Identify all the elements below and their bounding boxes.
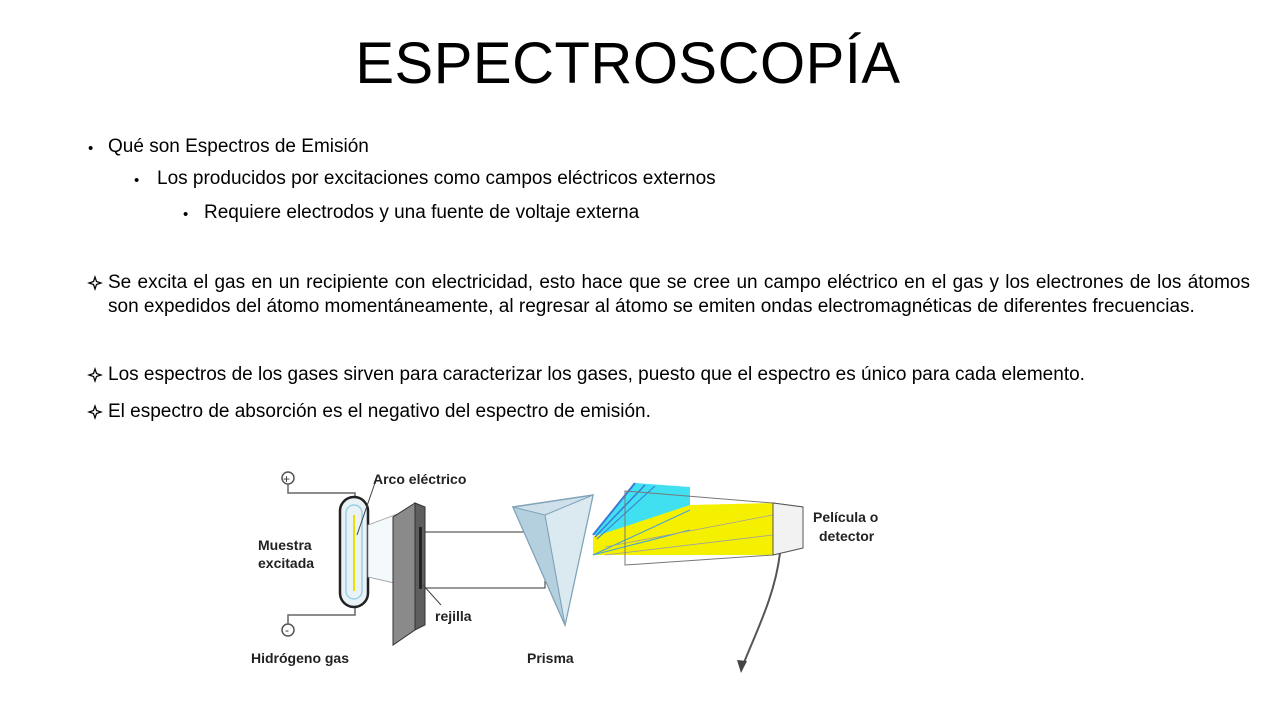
yellow-beam xyxy=(593,503,773,555)
slide-title: ESPECTROSCOPÍA xyxy=(355,31,901,96)
label-excitada: excitada xyxy=(258,555,314,571)
negative-sign: - xyxy=(285,623,289,637)
label-hidrogeno-gas: Hidrógeno gas xyxy=(251,650,349,666)
detector-cable xyxy=(742,552,781,666)
label-prisma: Prisma xyxy=(527,650,574,666)
bullet-level-1: Qué son Espectros de Emisión xyxy=(108,136,369,157)
spectroscope-diagram: + - Arco eléctrico Muestra excitada reji… xyxy=(251,471,878,673)
diamond-bullet-icon xyxy=(87,404,103,420)
diamond-bullet-icon xyxy=(87,275,103,291)
label-muestra: Muestra xyxy=(258,537,312,553)
bullet-dot: • xyxy=(183,206,189,223)
label-detector: detector xyxy=(819,528,875,544)
bullet-dot: • xyxy=(88,140,94,157)
bullet-level-2: Los producidos por excitaciones como cam… xyxy=(157,168,716,189)
bullet-level-3: Requiere electrodos y una fuente de volt… xyxy=(204,202,640,223)
slit-plate xyxy=(392,502,416,646)
wire-bottom xyxy=(287,605,356,624)
positive-sign: + xyxy=(283,472,290,486)
bullet-dot: • xyxy=(134,172,140,189)
label-rejilla: rejilla xyxy=(435,608,472,624)
detector-film xyxy=(772,502,804,556)
diamond-bullet-icon xyxy=(87,367,103,383)
wire-top xyxy=(287,484,356,500)
label-arco-electrico: Arco eléctrico xyxy=(373,471,466,487)
label-pelicula: Película o xyxy=(813,509,878,525)
paragraph-excitacion: Se excita el gas en un recipiente con el… xyxy=(108,272,1250,317)
paragraph-absorcion: El espectro de absorción es el negativo … xyxy=(108,401,651,422)
paragraph-espectros-gases: Los espectros de los gases sirven para c… xyxy=(108,364,1085,385)
